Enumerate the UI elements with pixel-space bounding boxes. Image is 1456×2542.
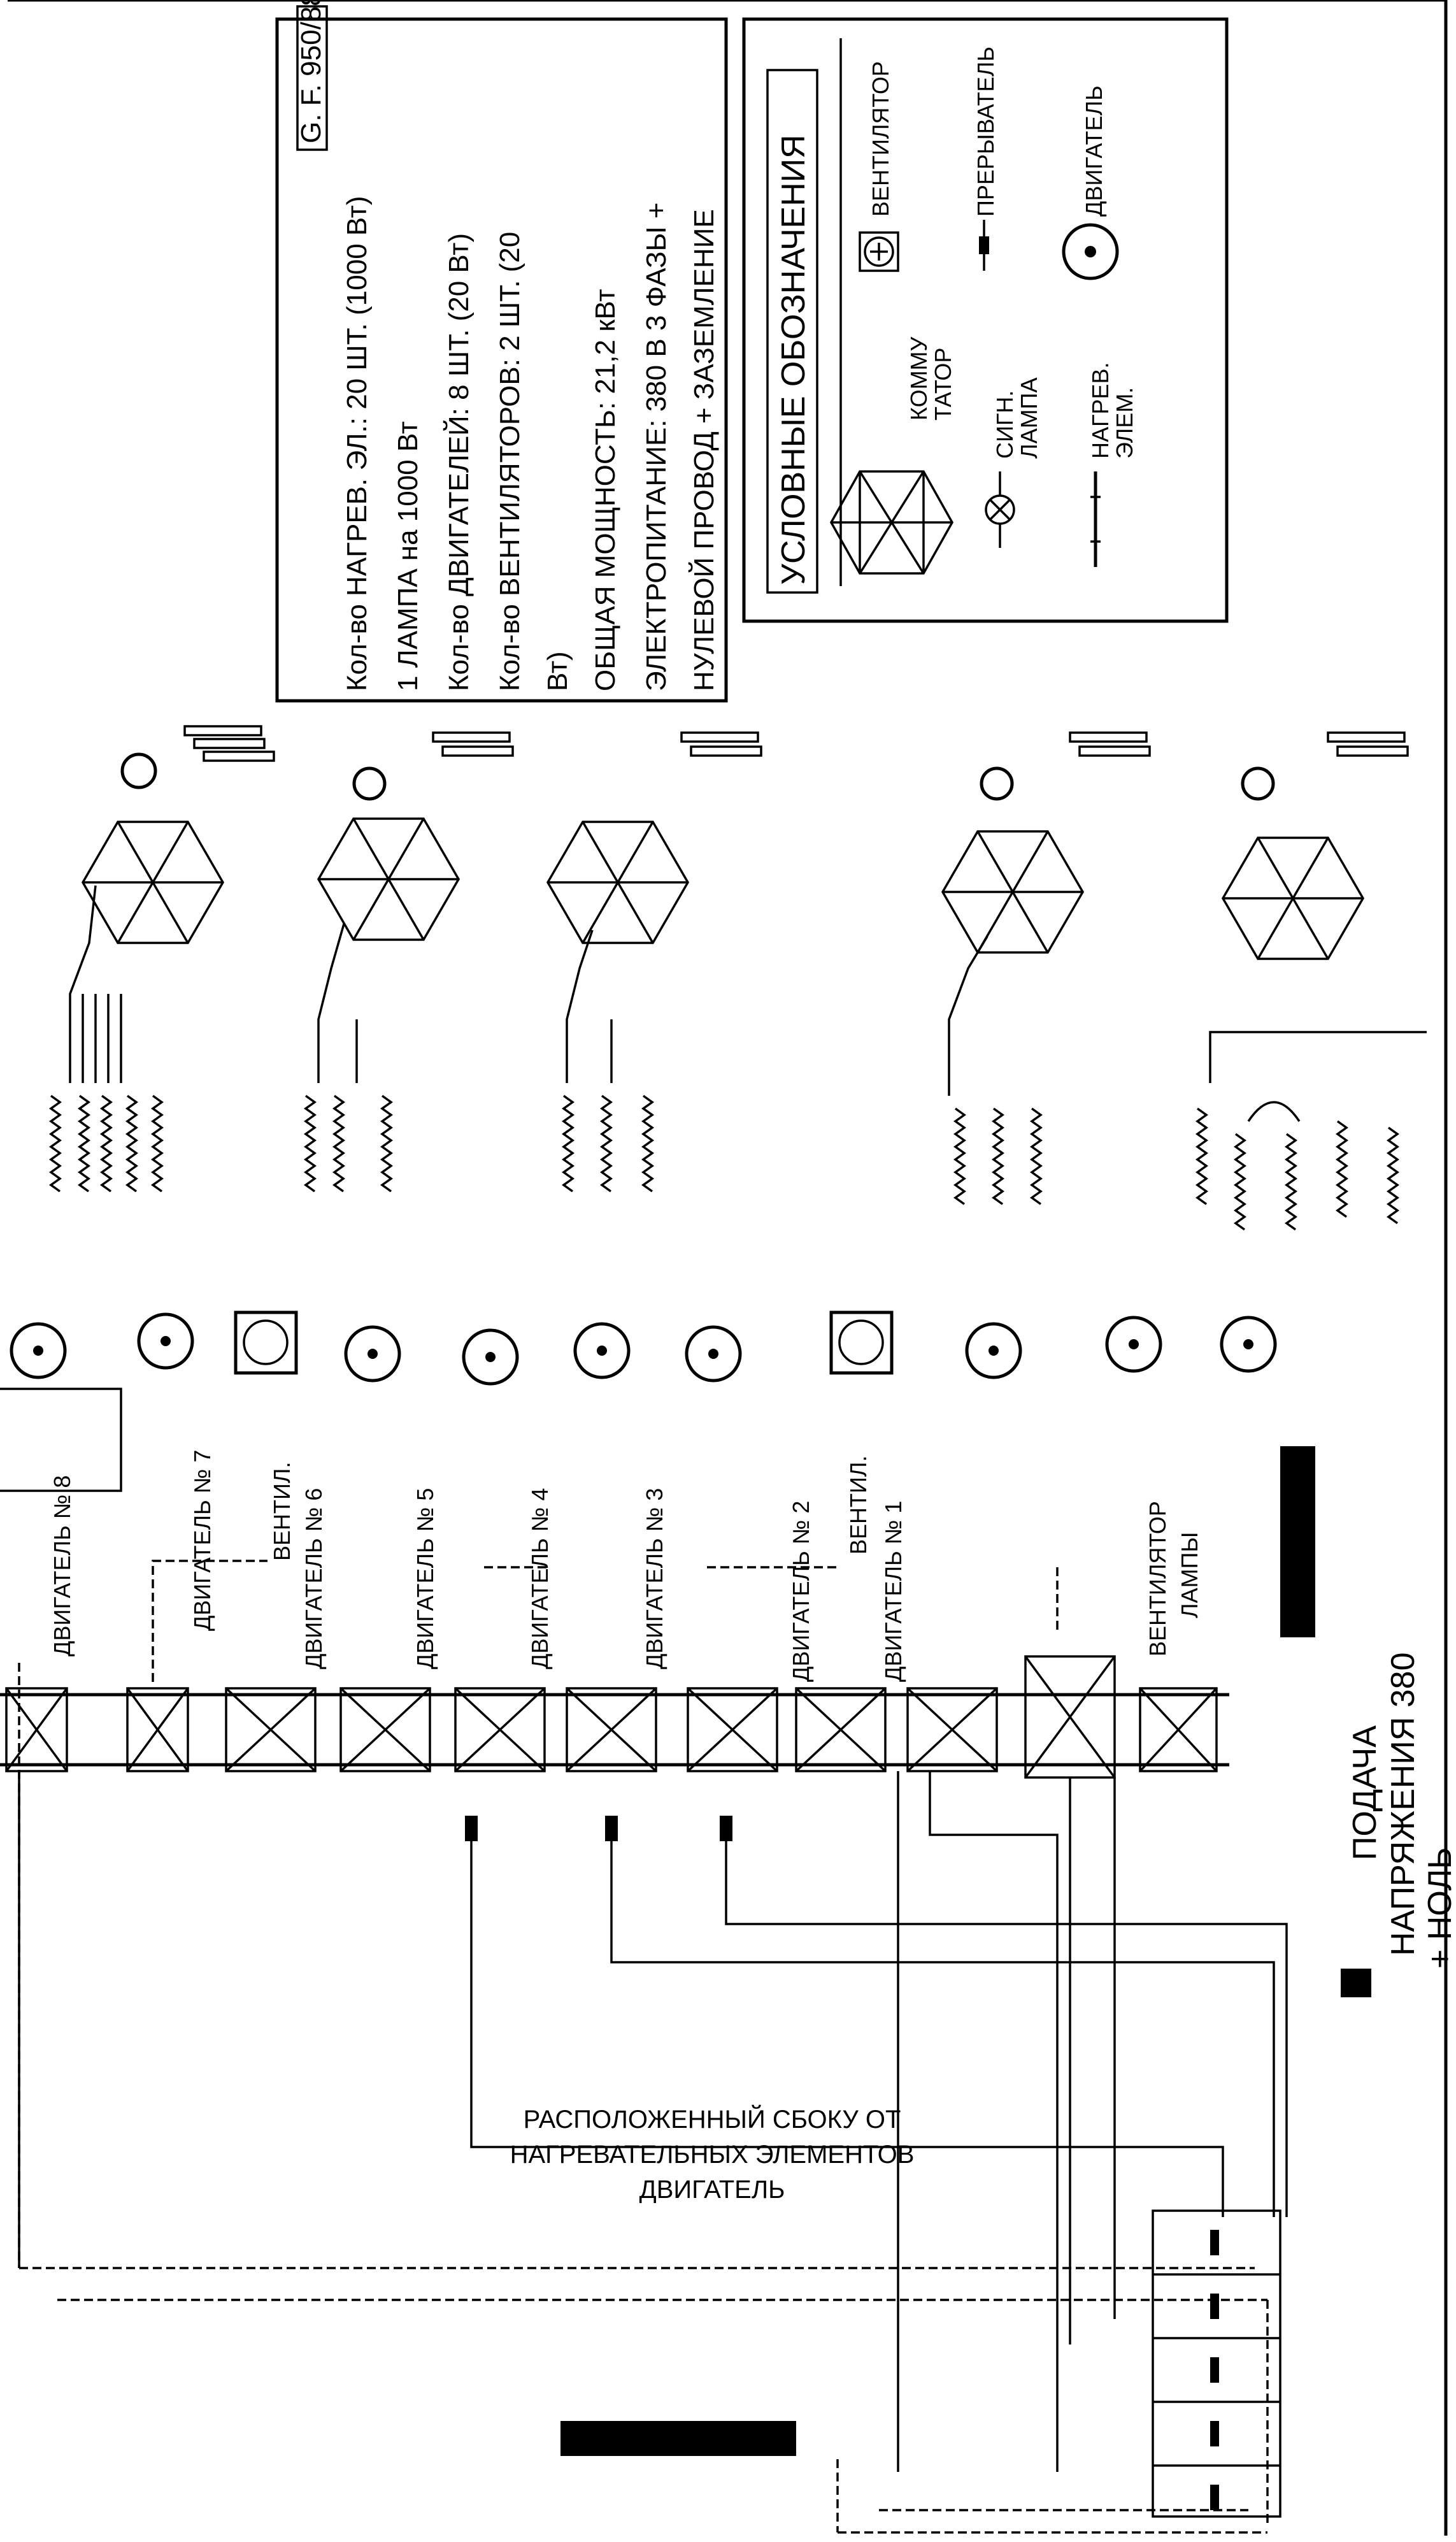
motor-icon [573, 1322, 631, 1379]
switch-label-lamp-fan-1: ВЕНТИЛЯТОР [1145, 1501, 1171, 1656]
switch-strip [0, 1560, 1229, 1779]
switch-label-motor-8: ДВИГАТЕЛЬ № 8 [49, 1476, 75, 1656]
legend-title-frame [766, 69, 818, 594]
info-line-3: Кол-во ДВИГАТЕЛЕЙ: 8 ШТ. (20 Вт) [442, 233, 475, 691]
lower-wiring [18, 1771, 1288, 2518]
fan-symbol-icon [859, 231, 899, 272]
switch-cell [5, 1687, 68, 1772]
terminal-block [1152, 2209, 1281, 2518]
breaker-symbol-icon [979, 220, 989, 271]
switch-label-motor-3: ДВИГАТЕЛЬ № 3 [641, 1488, 667, 1669]
motor-icon [1105, 1316, 1162, 1373]
supply-note-line-3: + НОЛЬ [1422, 1848, 1456, 1969]
info-box: G. F. 950/88R С 8 ЭЛ. ВЕРТ. Кол-во НАГРЕ… [275, 0, 728, 703]
signal-lamp-symbol-icon [985, 471, 1015, 548]
supply-note-line-2: НАПРЯЖЕНИЯ 380 [1385, 1652, 1422, 1956]
switch-cell [566, 1687, 657, 1772]
switch-cell [795, 1687, 887, 1772]
motor-icon [685, 1325, 742, 1382]
motor-icon [137, 1312, 194, 1370]
legend-label-switch-2: ТАТОР [930, 348, 956, 420]
heater-module [48, 725, 275, 1193]
switch-label-motor-1: ДВИГАТЕЛЬ № 1 [880, 1501, 906, 1682]
motor-column [0, 1310, 1277, 1492]
switch-cell [454, 1687, 546, 1772]
info-line-8: НУЛЕВОЙ ПРОВОД + ЗАЗЕМЛЕНИЕ [687, 209, 720, 691]
heater-module [303, 731, 514, 1193]
switch-labels: ДВИГАТЕЛЬ № 8 ДВИГАТЕЛЬ № 7 ВЕНТИЛ. ДВИГ… [49, 1450, 1203, 1682]
switch-label-lamp-fan-2: ЛАМПЫ [1176, 1532, 1203, 1618]
switch-cell [906, 1687, 998, 1772]
side-motor-note: РАСПОЛОЖЕННЫЙ СБОКУ ОТ НАГРЕВАТЕЛЬНЫХ ЭЛ… [510, 2104, 915, 2204]
info-line-4: Кол-во ВЕНТИЛЯТОРОВ: 2 ШТ. (20 [494, 232, 525, 691]
switch-label-fan-2: ВЕНТИЛ. [845, 1455, 871, 1555]
legend-label-lamp-1: СИГН. [992, 391, 1018, 459]
switch-label-motor-5: ДВИГАТЕЛЬ № 5 [412, 1488, 438, 1669]
legend-label-breaker: ПРЕРЫВАТЕЛЬ [973, 47, 999, 217]
motor-icon [1220, 1316, 1277, 1373]
switch-symbol-icon [829, 470, 954, 575]
side-motor-note-line-1: РАСПОЛОЖЕННЫЙ СБОКУ ОТ [524, 2104, 901, 2134]
side-motor-note-line-3: ДВИГАТЕЛЬ [639, 2176, 785, 2204]
switch-label-motor-4: ДВИГАТЕЛЬ № 4 [527, 1488, 553, 1669]
switch-cell [687, 1687, 778, 1772]
side-motor-note-line-2: НАГРЕВАТЕЛЬНЫХ ЭЛЕМЕНТОВ [510, 2141, 915, 2169]
motor-icon [10, 1322, 67, 1379]
legend-label-heater-1: НАГРЕВ. [1087, 362, 1113, 459]
switch-cell [225, 1687, 317, 1772]
info-line-5: Вт) [542, 651, 573, 691]
heater-module [1195, 731, 1427, 1231]
legend-box: УСЛОВНЫЕ ОБОЗНАЧЕНИЯ КОММУ ТАТОР СИГН. Л… [742, 17, 1229, 623]
switch-cell [339, 1687, 431, 1772]
legend-label-motor: ДВИГАТЕЛЬ [1081, 85, 1107, 217]
redaction-bar [1280, 1446, 1315, 1637]
switch-label-motor-7: ДВИГАТЕЛЬ № 7 [189, 1450, 215, 1631]
heating-element-symbol-icon [1090, 471, 1101, 567]
legend-label-fan: ВЕНТИЛЯТОР [867, 61, 894, 217]
switch-label-motor-6: ДВИГАТЕЛЬ № 6 [301, 1488, 327, 1669]
motor-symbol-icon [1062, 223, 1119, 280]
heater-module [941, 731, 1151, 1205]
redaction-bar [560, 2421, 796, 2456]
info-text-block: G. F. 950/88R С 8 ЭЛ. ВЕРТ. Кол-во НАГРЕ… [296, 0, 720, 691]
info-model: G. F. 950/88R С 8 ЭЛ. ВЕРТ. [296, 0, 327, 143]
switch-label-fan-1: ВЕНТИЛ. [269, 1461, 295, 1561]
switch-cell [126, 1687, 189, 1772]
info-line-6: ОБЩАЯ МОЩНОСТЬ: 21,2 кВт [590, 289, 621, 692]
supply-note-line-1: ПОДАЧА [1346, 1725, 1383, 1860]
info-line-1: Кол-во НАГРЕВ. ЭЛ.: 20 ШТ. (1000 Вт) [341, 196, 373, 691]
fan-icon [234, 1310, 298, 1375]
fan-icon [829, 1310, 894, 1375]
motor-8-box [0, 1388, 122, 1492]
signal-lamp-cell [1024, 1655, 1116, 1779]
info-line-2: 1 ЛАМПА на 1000 Вт [392, 421, 424, 691]
supply-note: ПОДАЧА НАПРЯЖЕНИЯ 380 + НОЛЬ [1346, 1652, 1456, 1969]
legend-label-lamp-2: ЛАМПА [1016, 377, 1042, 459]
redaction-bar [1341, 1969, 1371, 1997]
heater-modules [48, 725, 1427, 1231]
motor-icon [462, 1328, 519, 1386]
motor-icon [344, 1325, 401, 1382]
switch-label-motor-2: ДВИГАТЕЛЬ № 2 [788, 1501, 814, 1682]
legend-label-heater-2: ЭЛЕМ. [1111, 387, 1138, 459]
legend-label-switch-1: КОММУ [906, 336, 932, 420]
motor-icon [965, 1322, 1022, 1379]
model-frame [296, 5, 328, 151]
switch-cell [1139, 1687, 1218, 1772]
legend-title: УСЛОВНЫЕ ОБОЗНАЧЕНИЯ [775, 134, 812, 585]
heater-module [546, 731, 762, 1193]
info-line-7: ЭЛЕКТРОПИТАНИЕ: 380 В 3 ФАЗЫ + [641, 203, 672, 691]
